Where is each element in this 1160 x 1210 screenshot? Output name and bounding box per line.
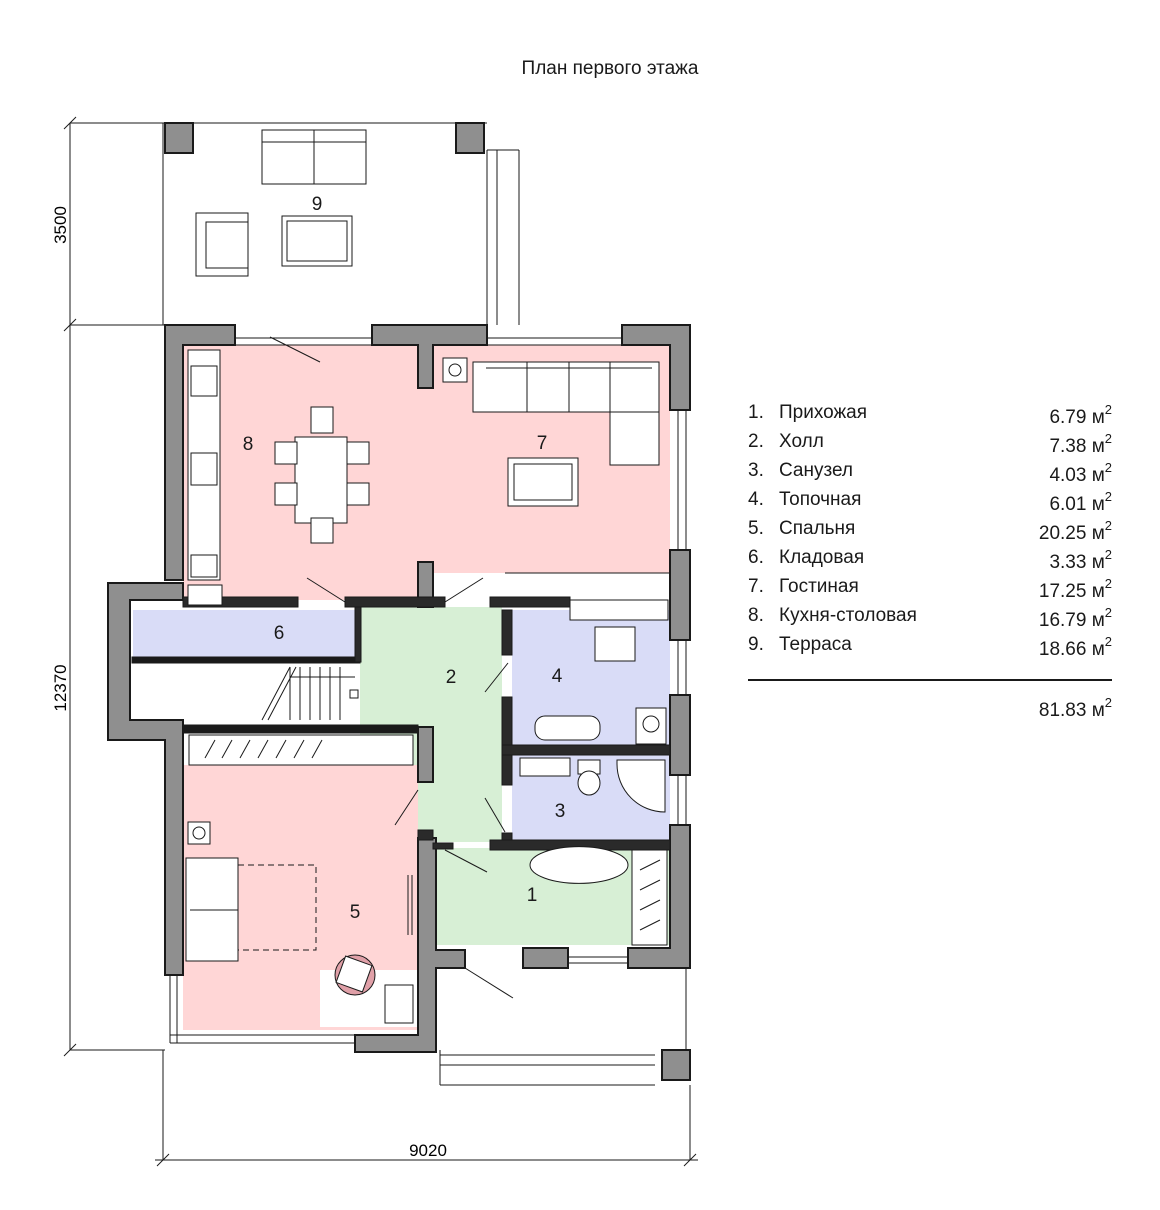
terrace-depth-dimension: 3500 [51,206,70,244]
legend-row: 4. Топочная 6.01 м2 [748,489,1120,518]
legend-name: Кухня-столовая [779,605,917,626]
room-label-6: 6 [274,623,285,644]
wall [669,694,691,776]
legend-area: 3.33 м2 [1049,547,1112,573]
legend-area: 20.25 м2 [1038,518,1112,544]
legend-area: 16.79 м2 [1038,605,1112,631]
legend-num: 9. [748,634,764,655]
room-label-2: 2 [446,667,457,688]
terrace-column [164,122,194,154]
legend-area: 18.66 м2 [1038,634,1112,660]
legend-num: 8. [748,605,764,626]
wall [354,837,466,1053]
dimension-lines [63,116,698,1167]
wall [107,582,184,976]
legend-num: 4. [748,489,764,510]
legend-row: 2. Холл 7.38 м2 [748,431,1120,460]
legend-num: 3. [748,460,764,481]
wall [164,324,236,581]
wall [669,549,691,641]
legend-name: Терраса [779,634,852,655]
room-6-fill [133,610,355,657]
legend-row: 1. Прихожая 6.79 м2 [748,402,1120,431]
wall [371,324,488,389]
legend-row: 6. Кладовая 3.33 м2 [748,547,1120,576]
legend-area: 4.03 м2 [1049,460,1112,486]
entry-column [661,1049,691,1081]
legend-num: 5. [748,518,764,539]
legend-row: 9. Терраса 18.66 м2 [748,634,1120,663]
thin-lines [162,123,691,1160]
legend-name: Кладовая [779,547,865,568]
legend-num: 6. [748,547,764,568]
room-labels: 1 2 3 4 5 6 7 8 9 [243,194,566,923]
legend-name: Гостиная [779,576,859,597]
legend-row: 5. Спальня 20.25 м2 [748,518,1120,547]
legend-area: 7.38 м2 [1049,431,1112,457]
legend-total: 81.83 м2 [1038,695,1112,721]
room-label-4: 4 [552,666,563,687]
wall [627,824,691,969]
plan-title: План первого этажа [521,58,699,79]
room-label-5: 5 [350,902,361,923]
room-legend: 1. Прихожая 6.79 м2 2. Холл 7.38 м2 3. С… [748,402,1120,721]
legend-name: Холл [779,431,824,452]
legend-area: 6.01 м2 [1049,489,1112,515]
legend-num: 1. [748,402,764,423]
wardrobe [204,739,661,931]
room-label-8: 8 [243,434,254,455]
partitions [131,596,671,851]
house-width-dimension: 9020 [409,1141,447,1160]
legend-row: 7. Гостиная 17.25 м2 [748,576,1120,605]
legend-area: 17.25 м2 [1038,576,1112,602]
wall [522,947,569,969]
legend-num: 2. [748,431,764,452]
legend-row: 8. Кухня-столовая 16.79 м2 [748,605,1120,634]
wall [417,726,434,783]
legend-divider [748,679,1112,681]
wall [621,324,691,411]
furniture [185,129,669,1024]
room-label-7: 7 [537,433,548,454]
room-label-3: 3 [555,801,566,822]
stairs [261,666,359,721]
legend-name: Прихожая [779,402,868,423]
terrace-column [455,122,485,154]
legend-name: Топочная [779,489,862,510]
legend-name: Спальня [779,518,856,539]
room-label-9: 9 [312,194,323,215]
legend-area: 6.79 м2 [1049,402,1112,428]
legend-row: 3. Санузел 4.03 м2 [748,460,1120,489]
door-swings [269,336,514,999]
legend-num: 7. [748,576,764,597]
house-depth-dimension: 12370 [51,664,70,711]
walls [107,122,691,1081]
room-label-1: 1 [527,885,538,906]
legend-name: Санузел [779,460,854,481]
